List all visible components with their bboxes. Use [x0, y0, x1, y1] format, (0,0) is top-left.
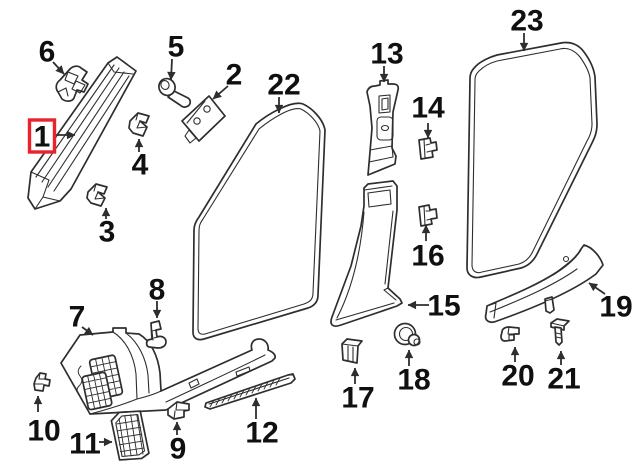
callout-14[interactable]: 14	[411, 92, 445, 139]
callout-number: 7	[69, 301, 86, 334]
callout-number: 2	[226, 59, 243, 92]
callout-23[interactable]: 23	[510, 5, 544, 52]
callout-10[interactable]: 10	[27, 395, 61, 448]
callout-number: 5	[168, 31, 185, 64]
callout-arrow	[52, 61, 65, 75]
callout-20[interactable]: 20	[501, 346, 535, 393]
part-5-screw	[158, 77, 192, 108]
callout-number: 3	[99, 216, 116, 249]
callout-11[interactable]: 11	[69, 428, 113, 461]
callout-number: 1	[34, 121, 51, 154]
callout-16[interactable]: 16	[411, 224, 445, 273]
part-15-lower-pillar-trim	[330, 180, 403, 327]
callout-arrow	[167, 58, 176, 81]
callout-number: 21	[547, 363, 580, 396]
callout-12[interactable]: 12	[245, 397, 279, 450]
part-22-front-door-opening-seal	[192, 102, 326, 341]
part-8-bracket-clip	[145, 320, 167, 349]
callout-5[interactable]: 5	[167, 31, 185, 81]
part-3-clip	[86, 183, 108, 207]
callout-8[interactable]: 8	[149, 274, 166, 319]
selected-part-highlight-box	[27, 118, 57, 154]
callout-3[interactable]: 3	[99, 207, 116, 249]
callout-18[interactable]: 18	[397, 349, 431, 397]
part-2-bracket	[181, 95, 226, 144]
callout-22[interactable]: 22	[267, 69, 301, 114]
callout-2[interactable]: 2	[212, 59, 243, 100]
callout-arrow	[212, 85, 229, 100]
callout-number: 14	[411, 92, 445, 125]
callout-number: 15	[427, 290, 460, 323]
part-20-clip	[500, 326, 520, 342]
callout-1[interactable]: 1	[27, 118, 76, 154]
callout-number: 9	[170, 433, 187, 466]
part-4-clip	[128, 112, 150, 137]
part-13-upper-pillar-trim	[366, 79, 400, 176]
callout-13[interactable]: 13	[370, 38, 404, 83]
callout-21[interactable]: 21	[547, 350, 581, 396]
callout-4[interactable]: 4	[132, 138, 149, 182]
callout-number: 4	[132, 149, 149, 182]
callout-number: 23	[510, 5, 543, 38]
callout-number: 11	[69, 428, 101, 461]
part-19-rear-sill-trim	[484, 244, 604, 324]
part-23-rear-door-opening-seal	[466, 41, 598, 279]
callout-number: 18	[397, 364, 430, 397]
part-18-grommet	[393, 322, 421, 347]
callout-arrow	[588, 282, 606, 295]
callout-number: 6	[39, 36, 56, 69]
part-6-bracket	[55, 65, 89, 102]
callout-number: 10	[27, 415, 60, 448]
part-1-windshield-pillar-trim	[27, 56, 137, 210]
part-17-clip	[341, 338, 363, 364]
callout-19[interactable]: 19	[588, 282, 633, 324]
callout-6[interactable]: 6	[39, 36, 65, 75]
part-16-clip	[418, 204, 438, 227]
part-11-footrest-pad	[110, 410, 150, 461]
callout-number: 16	[411, 240, 444, 273]
callout-number: 8	[149, 274, 166, 307]
part-10-clip	[33, 372, 51, 392]
part-9-clip	[167, 401, 190, 420]
callout-7[interactable]: 7	[69, 301, 94, 336]
callout-number: 13	[370, 38, 403, 71]
part-7-cowl-side-trim	[60, 327, 277, 415]
callout-number: 17	[341, 382, 374, 415]
callout-17[interactable]: 17	[341, 367, 375, 415]
callout-15[interactable]: 15	[407, 290, 461, 323]
callout-number: 12	[245, 417, 278, 450]
part-12-sill-plate	[204, 373, 296, 410]
callout-number: 22	[267, 69, 300, 102]
callout-number: 19	[599, 291, 632, 324]
callout-9[interactable]: 9	[170, 421, 187, 466]
callout-number: 20	[501, 360, 534, 393]
part-14-clip	[418, 137, 438, 160]
callout-arrow	[81, 326, 94, 336]
part-21-screw	[550, 318, 570, 346]
